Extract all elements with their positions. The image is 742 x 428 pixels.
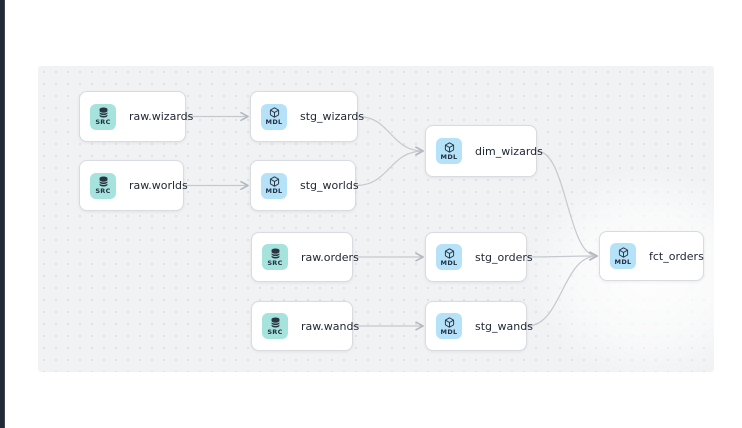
node-type-badge: MDL <box>436 313 462 339</box>
node-type-badge: MDL <box>436 244 462 270</box>
node-type-label: MDL <box>440 258 458 267</box>
node-label: raw.orders <box>301 250 359 264</box>
node-label: raw.wands <box>301 319 360 333</box>
node-label: stg_wands <box>475 319 533 333</box>
cube-icon <box>269 107 280 118</box>
node-type-label: MDL <box>440 327 458 336</box>
node-raw-wands[interactable]: SRC raw.wands <box>251 301 359 351</box>
cube-icon <box>269 176 280 187</box>
node-label: stg_worlds <box>300 179 359 192</box>
node-type-badge: SRC <box>90 103 116 130</box>
edge-dim_wizards-fct_orders <box>536 150 598 261</box>
node-type-label: SRC <box>267 258 283 267</box>
node-type-badge: MDL <box>261 172 287 199</box>
database-icon <box>98 176 109 187</box>
node-type-badge: SRC <box>90 172 116 199</box>
node-label: raw.worlds <box>129 179 188 192</box>
node-type-label: SRC <box>95 118 111 127</box>
node-stg-worlds[interactable]: MDL stg_worlds <box>250 160 359 211</box>
cube-icon <box>618 247 629 258</box>
node-label: fct_orders <box>649 249 704 263</box>
edge-stg_orders-fct_orders <box>526 251 598 261</box>
node-type-label: MDL <box>614 257 632 266</box>
node-type-badge: MDL <box>261 103 287 130</box>
node-type-label: MDL <box>265 118 283 127</box>
node-label: stg_orders <box>475 250 533 264</box>
database-icon <box>98 107 109 118</box>
node-label: stg_wizards <box>300 110 365 123</box>
edge-stg_wands-fct_orders <box>526 251 598 327</box>
node-stg-orders[interactable]: MDL stg_orders <box>425 232 533 282</box>
node-type-badge: SRC <box>262 313 288 339</box>
cube-icon <box>444 248 455 259</box>
node-stg-wands[interactable]: MDL stg_wands <box>425 301 533 351</box>
node-label: dim_wizards <box>475 144 543 158</box>
node-type-label: SRC <box>95 187 111 196</box>
node-type-badge: SRC <box>262 244 288 270</box>
node-stg-wizards[interactable]: MDL stg_wizards <box>250 91 364 142</box>
node-raw-orders[interactable]: SRC raw.orders <box>251 232 359 282</box>
edge-stg_worlds-dim_wizards <box>355 146 424 187</box>
node-type-badge: MDL <box>610 243 636 269</box>
node-fct-orders[interactable]: MDL fct_orders <box>599 231 704 281</box>
database-icon <box>270 317 281 328</box>
cube-icon <box>444 317 455 328</box>
cube-icon <box>444 142 455 153</box>
node-raw-worlds[interactable]: SRC raw.worlds <box>79 160 188 211</box>
node-raw-wizards[interactable]: SRC raw.wizards <box>79 91 193 142</box>
node-type-label: SRC <box>267 327 283 336</box>
node-type-badge: MDL <box>436 138 462 164</box>
database-icon <box>270 248 281 259</box>
node-type-label: MDL <box>440 152 458 161</box>
edge-stg_wizards-dim_wizards <box>357 115 424 156</box>
sidebar-edge <box>0 0 5 428</box>
node-label: raw.wizards <box>129 110 194 123</box>
node-dim-wizards[interactable]: MDL dim_wizards <box>425 125 543 177</box>
node-type-label: MDL <box>265 187 283 196</box>
